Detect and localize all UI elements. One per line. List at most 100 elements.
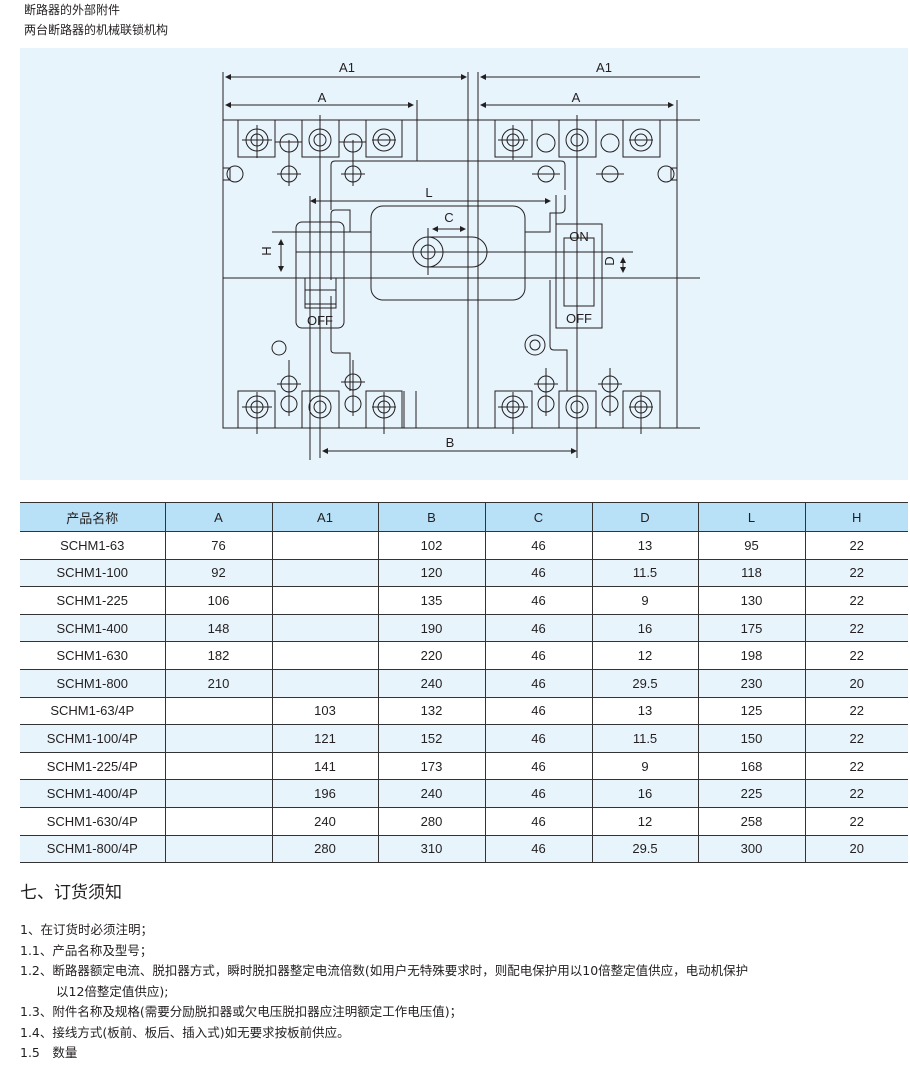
table-cell: 46: [484, 586, 592, 615]
table-cell: 22: [804, 752, 908, 781]
table-cell: 22: [804, 531, 908, 560]
table-cell: 230: [697, 669, 805, 698]
dim-d: D: [602, 256, 617, 265]
table-cell: SCHM1-800/4P: [20, 835, 165, 864]
section-title: 七、订货须知: [20, 883, 122, 903]
table-cell: 13: [591, 531, 698, 560]
table-cell: 22: [804, 559, 908, 588]
table-cell: 120: [377, 559, 485, 588]
table-cell: 135: [377, 586, 485, 615]
table-cell: 11.5: [591, 559, 698, 588]
table-cell: 46: [484, 531, 592, 560]
table-cell: 280: [271, 835, 378, 864]
table-cell: 225: [697, 779, 805, 808]
column-header: H: [804, 502, 908, 532]
interlock-diagram: A1 A1 A A L C H D B ON OFF OFF: [20, 48, 908, 480]
table-cell: 46: [484, 724, 592, 753]
table-cell: 152: [377, 724, 485, 753]
table-cell: 258: [697, 807, 805, 836]
dim-a-right: A: [572, 90, 581, 105]
table-cell: 220: [377, 641, 485, 670]
table-cell: 240: [377, 669, 485, 698]
table-cell: [271, 531, 378, 560]
header-line-2: 两台断路器的机械联锁机构: [24, 23, 169, 37]
column-header: L: [697, 502, 805, 532]
column-header: C: [484, 502, 592, 532]
table-cell: 22: [804, 586, 908, 615]
note-item: 1.3、附件名称及规格(需要分励脱扣器或欠电压脱扣器应注明额定工作电压值)；: [20, 1004, 463, 1019]
table-cell: 148: [164, 614, 272, 643]
table-cell: 310: [377, 835, 485, 864]
table-cell: SCHM1-800: [20, 669, 165, 698]
table-cell: [164, 807, 272, 836]
table-cell: 22: [804, 697, 908, 726]
table-cell: SCHM1-225/4P: [20, 752, 165, 781]
dim-a1-left: A1: [339, 60, 355, 75]
table-cell: 29.5: [591, 669, 698, 698]
table-cell: [271, 586, 378, 615]
table-cell: 106: [164, 586, 272, 615]
table-cell: 22: [804, 779, 908, 808]
table-cell: SCHM1-100: [20, 559, 165, 588]
table-cell: 46: [484, 835, 592, 864]
table-cell: [271, 559, 378, 588]
dim-l: L: [425, 185, 432, 200]
table-cell: 46: [484, 559, 592, 588]
table-cell: SCHM1-100/4P: [20, 724, 165, 753]
table-cell: 20: [804, 835, 908, 864]
table-cell: 175: [697, 614, 805, 643]
table-cell: 300: [697, 835, 805, 864]
table-cell: 11.5: [591, 724, 698, 753]
table-cell: SCHM1-630: [20, 641, 165, 670]
table-cell: 46: [484, 641, 592, 670]
table-cell: 22: [804, 641, 908, 670]
table-cell: 46: [484, 697, 592, 726]
table-cell: 9: [591, 586, 698, 615]
table-cell: 22: [804, 724, 908, 753]
table-cell: 240: [271, 807, 378, 836]
table-cell: 29.5: [591, 835, 698, 864]
table-cell: 118: [697, 559, 805, 588]
table-cell: [271, 669, 378, 698]
table-cell: SCHM1-400: [20, 614, 165, 643]
table-cell: 22: [804, 614, 908, 643]
table-cell: 125: [697, 697, 805, 726]
table-cell: 46: [484, 752, 592, 781]
table-cell: 141: [271, 752, 378, 781]
table-cell: 16: [591, 614, 698, 643]
label-on: ON: [569, 229, 589, 244]
table-cell: [164, 724, 272, 753]
table-cell: 20: [804, 669, 908, 698]
table-cell: 12: [591, 807, 698, 836]
table-cell: 210: [164, 669, 272, 698]
column-header: D: [591, 502, 698, 532]
table-cell: [164, 752, 272, 781]
table-cell: 173: [377, 752, 485, 781]
note-item: 1、在订货时必须注明；: [20, 922, 153, 937]
table-cell: 12: [591, 641, 698, 670]
table-cell: 46: [484, 807, 592, 836]
table-cell: 150: [697, 724, 805, 753]
table-cell: [164, 779, 272, 808]
table-cell: 76: [164, 531, 272, 560]
table-cell: SCHM1-400/4P: [20, 779, 165, 808]
dim-a-left: A: [318, 90, 327, 105]
note-item: 1.1、产品名称及型号；: [20, 942, 153, 958]
column-header: B: [377, 502, 485, 532]
table-cell: [271, 641, 378, 670]
column-header: A: [164, 502, 272, 532]
note-item: 1.4、接线方式(板前、板后、插入式)如无要求按板前供应。: [20, 1024, 350, 1040]
dim-a1-right: A1: [596, 60, 612, 75]
table-cell: 280: [377, 807, 485, 836]
